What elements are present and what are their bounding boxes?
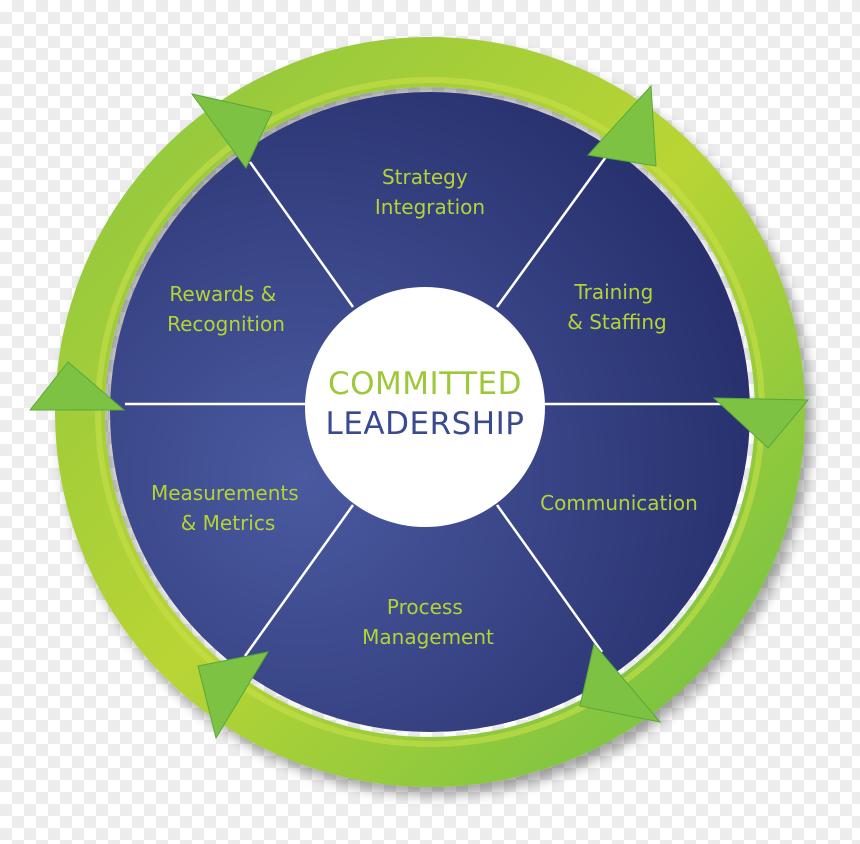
segment-communication-label: Communication	[540, 491, 698, 515]
segment-strategy-line2: Integration	[375, 195, 485, 219]
spokes	[125, 153, 727, 657]
arrows	[28, 84, 810, 740]
segment-rewards-line1: Rewards &	[169, 282, 276, 306]
arrow-head-top-right-icon	[587, 84, 657, 167]
segment-process-line1: Process	[387, 595, 463, 619]
segment-communication-line1: Communication	[540, 491, 698, 515]
center-title-line1: COMMITTED	[328, 366, 522, 402]
segment-strategy-label: Strategy Integration	[375, 165, 485, 219]
segment-rewards-label: Rewards & Recognition	[167, 282, 285, 336]
segment-process-line2: Management	[362, 625, 494, 649]
segment-process-label: Process Management	[362, 595, 494, 649]
segment-rewards-line2: Recognition	[167, 312, 285, 336]
spoke-upper-left	[248, 161, 355, 308]
spoke-lower-left	[243, 504, 355, 657]
segment-measurements-label: Measurements & Metrics	[151, 481, 305, 535]
center-title-line2: LEADERSHIP	[326, 406, 525, 442]
segment-strategy-line1: Strategy	[382, 165, 468, 189]
segment-training-label: Training & Staffing	[567, 280, 666, 334]
segment-training-line1: Training	[573, 280, 653, 304]
segment-measurements-line2: & Metrics	[181, 511, 276, 535]
arrow-head-left-icon	[28, 361, 126, 411]
center-circle	[305, 287, 545, 527]
spoke-lower-right	[495, 504, 604, 653]
arrow-head-top-left-icon	[190, 93, 273, 169]
arrow-head-right-icon	[712, 397, 810, 449]
segment-measurements-line1: Measurements	[151, 481, 299, 505]
arrow-head-bottom-right-icon	[579, 642, 662, 723]
segment-training-line2: & Staffing	[567, 310, 666, 334]
arrow-head-bottom-left-icon	[197, 651, 270, 740]
spoke-upper-right	[495, 153, 610, 308]
